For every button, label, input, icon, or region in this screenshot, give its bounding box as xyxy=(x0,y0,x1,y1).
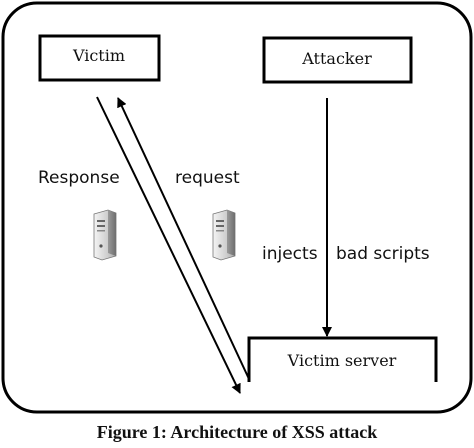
victim-box xyxy=(38,34,161,82)
attacker-box xyxy=(262,36,413,84)
request-label: request xyxy=(175,168,240,188)
victim-server-box xyxy=(247,336,438,382)
attacker-node: Attacker xyxy=(262,36,413,84)
response-label: Response xyxy=(38,168,120,188)
victim-server-label: Victim server xyxy=(287,351,397,370)
victim-label: Victim xyxy=(72,46,125,65)
figure-caption: Figure 1: Architecture of XSS attack xyxy=(97,422,377,442)
attacker-label: Attacker xyxy=(301,49,372,68)
response-arrow xyxy=(96,96,241,394)
bad-scripts-label: bad scripts xyxy=(336,244,430,264)
request-arrow xyxy=(117,97,250,380)
victim-server-node: Victim server xyxy=(247,336,438,382)
victim-node: Victim xyxy=(38,34,161,82)
outer-frame xyxy=(1,1,473,414)
server-icon xyxy=(93,209,117,261)
server-icon xyxy=(212,209,236,261)
injects-label: injects xyxy=(262,244,318,264)
